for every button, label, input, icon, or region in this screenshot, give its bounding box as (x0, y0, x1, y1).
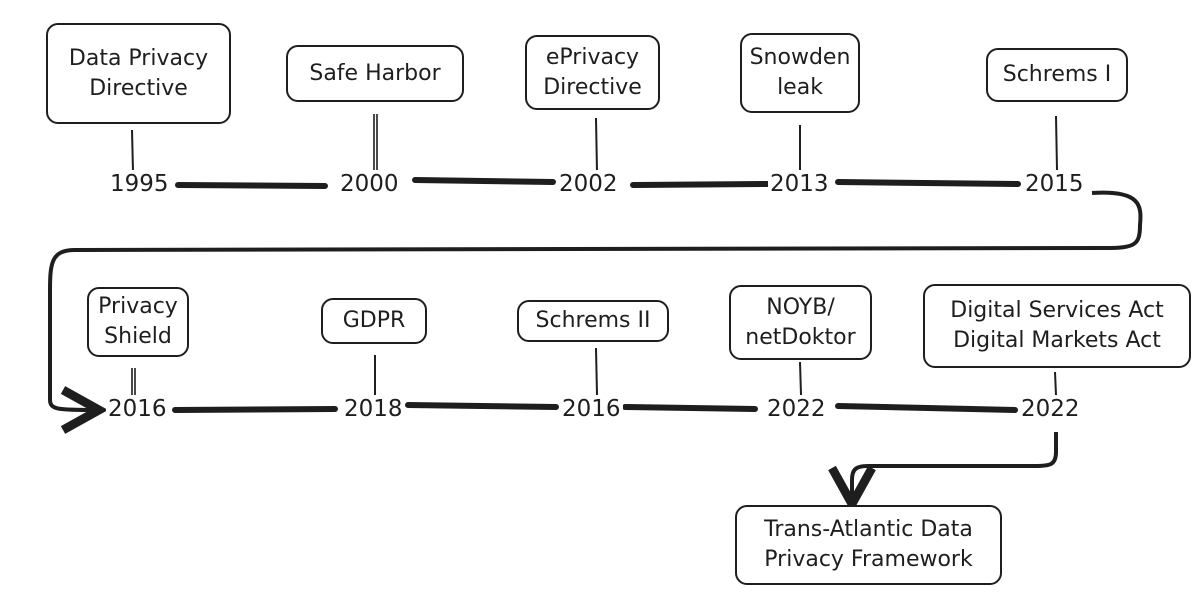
year-label: 2018 (342, 395, 405, 423)
year-label: 2022 (765, 395, 828, 423)
event-noyb-netdoktor: NOYB/netDoktor (729, 285, 872, 360)
year-label: 2000 (338, 170, 401, 198)
event-schrems-ii: Schrems II (517, 300, 669, 342)
timeline-segment (412, 177, 556, 185)
timeline-segment (835, 179, 1021, 187)
stem (131, 129, 134, 173)
stem (799, 361, 802, 396)
year-label: 2013 (768, 170, 831, 198)
timeline-segment (835, 403, 1018, 413)
stem (1055, 115, 1058, 171)
stem (131, 368, 136, 395)
year-label: 2015 (1023, 170, 1086, 198)
year-label: 2002 (557, 170, 620, 198)
timeline-segment (622, 404, 758, 412)
timeline-segment (172, 406, 338, 413)
year-label: 2022 (1019, 395, 1082, 423)
timeline-segment (175, 182, 328, 189)
wrap-arrow (48, 190, 1143, 410)
event-safe-harbor: Safe Harbor (286, 45, 464, 102)
event-gdpr: GDPR (321, 298, 427, 344)
stem (1054, 371, 1057, 396)
year-label: 2016 (560, 395, 623, 423)
stem (373, 114, 378, 170)
timeline-segment (405, 402, 559, 410)
final-arrow (852, 432, 1058, 500)
stem (595, 117, 598, 173)
timeline-segment (630, 181, 773, 188)
year-label: 2016 (106, 395, 169, 423)
year-label: 1995 (108, 170, 171, 198)
event-schrems-i: Schrems I (986, 48, 1128, 102)
stem (595, 347, 598, 396)
